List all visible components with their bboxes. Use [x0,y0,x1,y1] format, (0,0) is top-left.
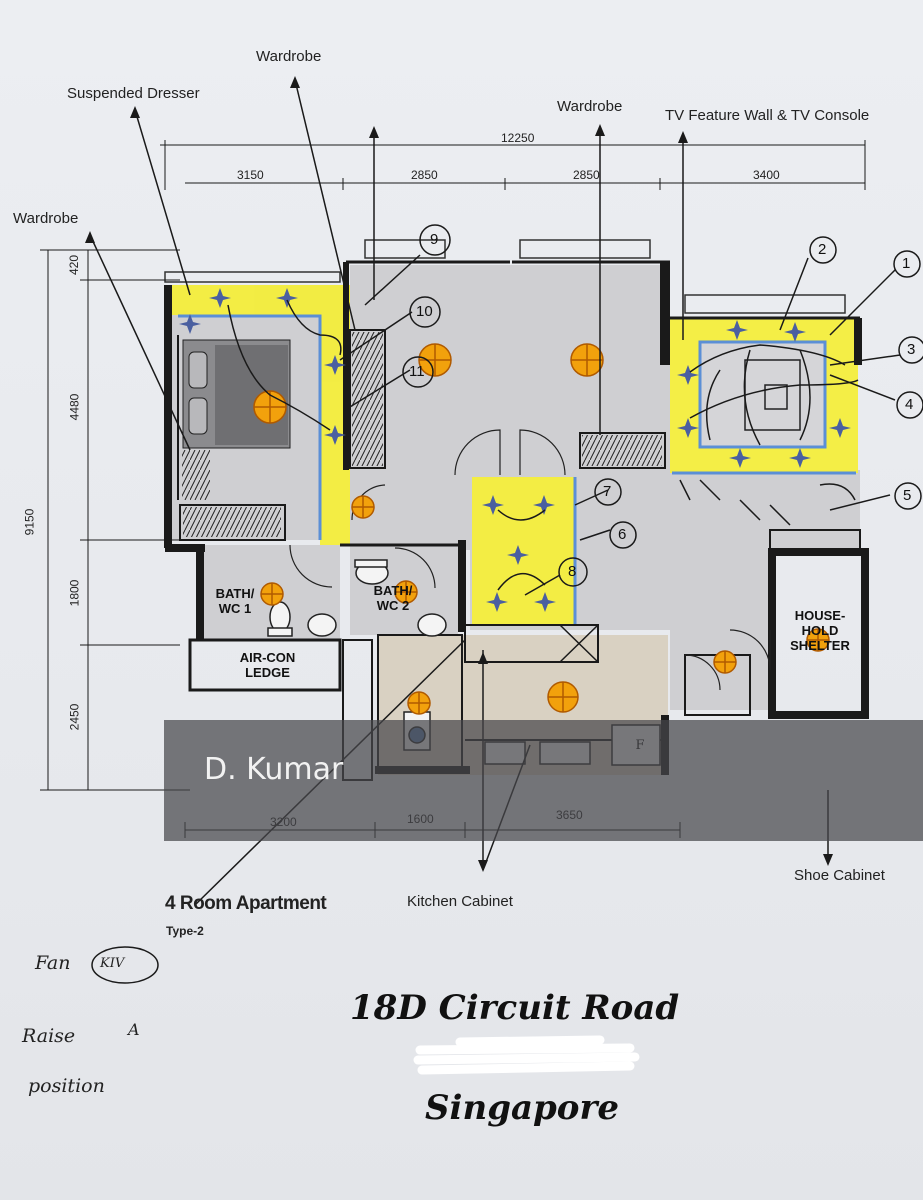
dim-left-1: 420 [67,254,82,276]
dim-top-3: 2850 [573,168,600,182]
note-raise: Raise [22,1025,76,1047]
arrow-heads [85,76,833,872]
dim-top-2: 2850 [411,168,438,182]
note-fan: Fan [35,952,71,974]
marker-4: 4 [905,396,914,413]
dim-top-1: 3150 [237,168,264,182]
address-line-3: Singapore [425,1088,619,1128]
bed [182,339,291,449]
label-kitchen-cabinet: Kitchen Cabinet [407,893,513,910]
dim-total: 12250 [501,131,535,145]
redaction-scribble [413,1035,640,1075]
dim-left-3: 1800 [67,579,82,607]
living-room-inner [700,342,825,447]
apartment-type: Type-2 [166,924,204,938]
dim-top-4: 3400 [753,168,780,182]
note-position: position [28,1075,105,1097]
apartment-title: 4 Room Apartment [165,893,327,914]
marker-11: 11 [409,363,425,380]
room-bath-wc1: BATH/ WC 1 [215,586,255,616]
doors [289,429,771,691]
marker-6: 6 [618,526,627,543]
marker-1: 1 [902,255,911,272]
dim-left-total: 9150 [22,508,37,536]
marker-3: 3 [907,341,916,358]
label-wardrobe-top: Wardrobe [256,48,322,65]
marker-10: 10 [416,303,433,320]
wiring-sketch [227,299,859,591]
light-points [253,343,830,715]
label-wardrobe-left: Wardrobe [13,210,79,227]
address-line-1: 18D Circuit Road [350,988,680,1028]
room-household-shelter: HOUSE- HOLD SHELTER [790,608,850,653]
dim-left-2: 4480 [67,393,82,421]
label-suspended-dresser: Suspended Dresser [67,85,200,102]
wardrobe-hatches [182,332,662,537]
marker-2: 2 [818,241,827,258]
dim-left-4: 2450 [67,703,82,731]
watermark-text: D. Kumar [204,752,344,787]
note-kiv: KIV [100,956,125,971]
marker-5: 5 [903,487,912,504]
marker-9: 9 [430,231,439,248]
label-shoe-cabinet: Shoe Cabinet [794,867,885,884]
room-bath-wc2: BATH/ WC 2 [373,583,413,613]
room-aircon-ledge: AIR-CON LEDGE [239,650,296,680]
label-wardrobe-mid: Wardrobe [557,98,623,115]
note-a: A [128,1020,140,1039]
watermark-band: D. Kumar [164,720,923,841]
marker-7: 7 [603,483,612,500]
marker-circles [91,224,923,984]
windows [164,239,846,314]
label-tv-wall: TV Feature Wall & TV Console [665,107,870,124]
marker-8: 8 [568,563,577,580]
downlights [179,288,851,612]
